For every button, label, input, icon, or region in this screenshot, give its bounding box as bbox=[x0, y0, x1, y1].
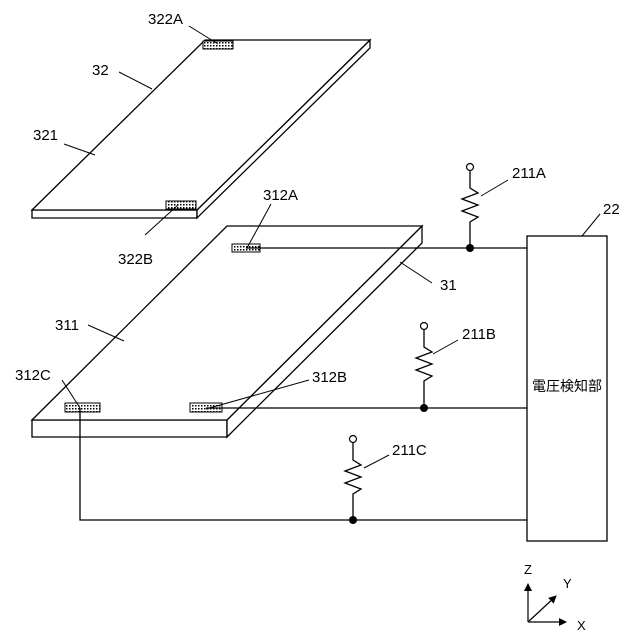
resistor-211A bbox=[462, 164, 478, 253]
pad-312C bbox=[65, 403, 100, 412]
pad-322A bbox=[203, 41, 233, 49]
axis-indicator bbox=[528, 584, 566, 622]
label-211C: 211C bbox=[392, 442, 427, 459]
label-322B: 322B bbox=[118, 251, 153, 268]
label-32: 32 bbox=[92, 62, 109, 79]
label-211A: 211A bbox=[512, 165, 546, 182]
label-22: 22 bbox=[603, 201, 620, 218]
axis-label-z: Z bbox=[524, 562, 532, 577]
resistor-211C bbox=[345, 436, 361, 525]
label-312C: 312C bbox=[15, 367, 51, 384]
axis-label-x: X bbox=[577, 618, 586, 633]
voltage-detector-label: 電圧検知部 bbox=[532, 378, 602, 395]
label-31: 31 bbox=[440, 277, 457, 294]
pad-322B bbox=[166, 201, 196, 209]
label-311: 311 bbox=[55, 317, 79, 334]
label-312B: 312B bbox=[312, 369, 347, 386]
label-321: 321 bbox=[33, 127, 58, 144]
label-312A: 312A bbox=[263, 187, 298, 204]
axis-label-y: Y bbox=[563, 576, 572, 591]
label-322A: 322A bbox=[148, 11, 183, 28]
label-211B: 211B bbox=[462, 326, 496, 343]
resistor-211B bbox=[416, 323, 432, 413]
upper-plate-32 bbox=[32, 40, 370, 218]
